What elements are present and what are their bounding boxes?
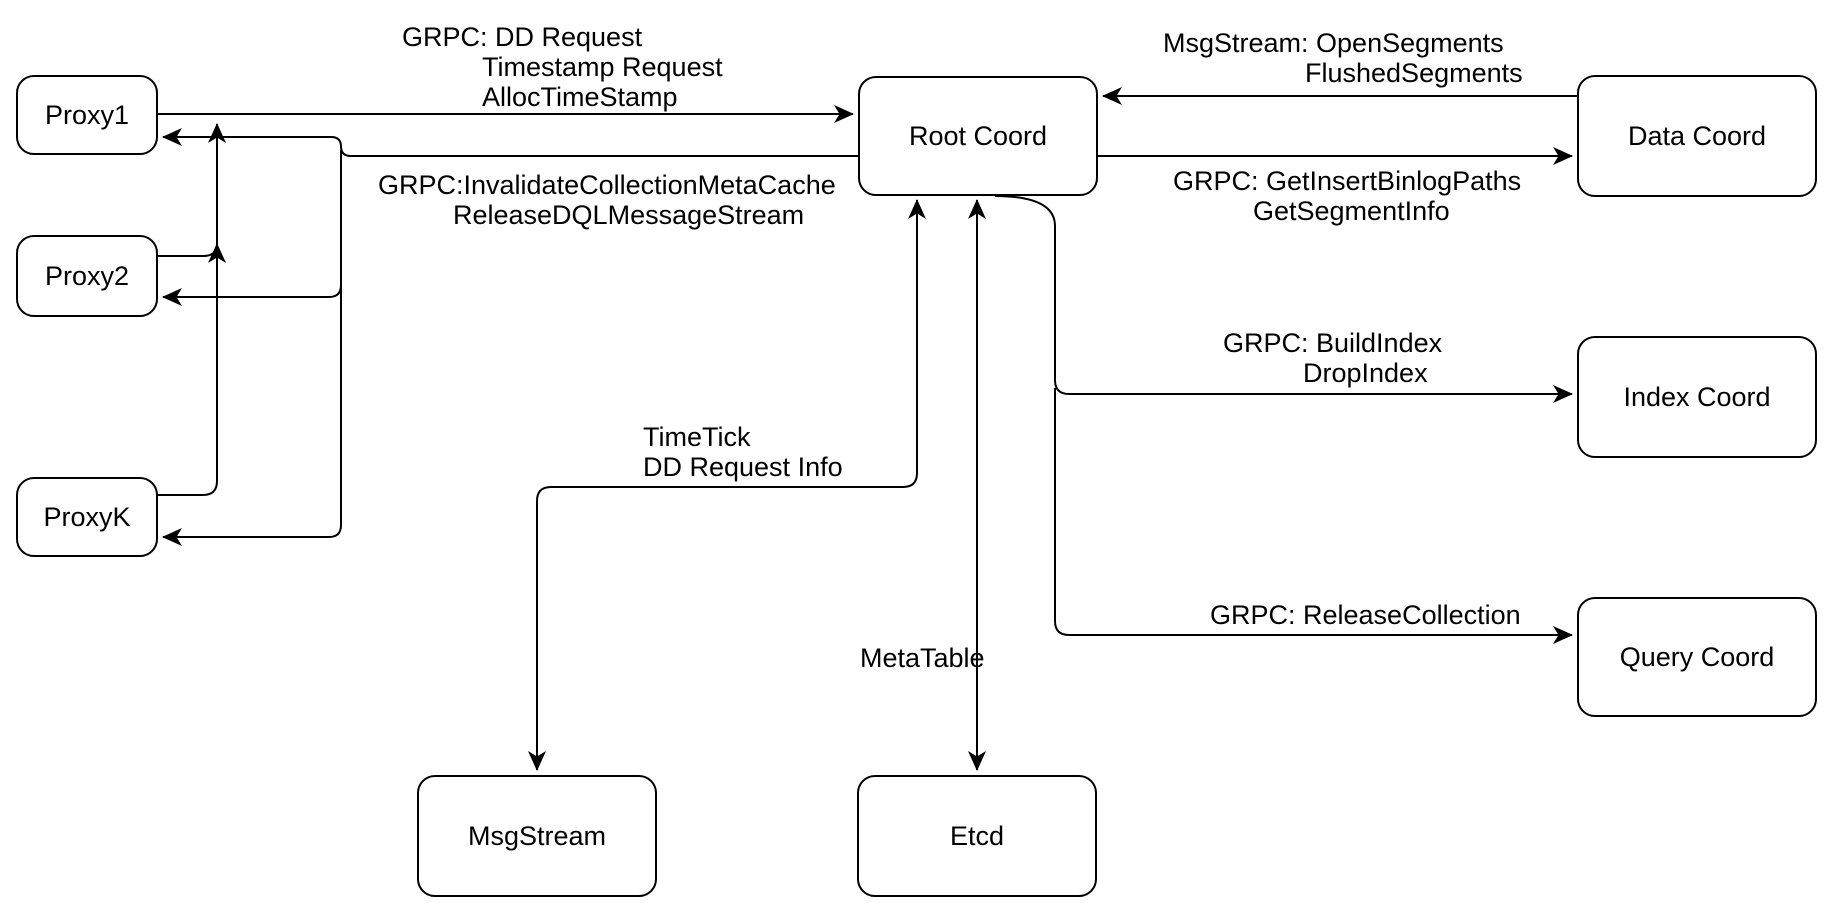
node-etcd: Etcd <box>857 775 1097 897</box>
edge-rootcoord-to-querycoord <box>1054 388 1573 644</box>
edge-proxy2-merge-up <box>158 243 226 264</box>
node-proxyk-label: ProxyK <box>43 501 131 532</box>
node-index-coord-label: Index Coord <box>1623 381 1771 412</box>
edge-label-root-to-data: GRPC: GetInsertBinlogPaths GetSegmentInf… <box>1173 166 1522 226</box>
edge-label-data-to-root: MsgStream: OpenSegments FlushedSegments <box>1163 28 1523 88</box>
node-msgstream-label: MsgStream <box>467 820 607 851</box>
node-proxyk: ProxyK <box>16 477 158 557</box>
node-query-coord-label: Query Coord <box>1619 641 1775 672</box>
node-root-coord: Root Coord <box>858 76 1098 196</box>
edge-label-root-to-msgstream: TimeTick DD Request Info <box>643 422 843 482</box>
node-query-coord: Query Coord <box>1577 597 1817 717</box>
edge-label-root-to-index: GRPC: BuildIndex DropIndex <box>1223 328 1443 388</box>
edge-rootcoord-to-proxy1 <box>162 128 858 157</box>
node-proxy2: Proxy2 <box>16 235 158 317</box>
node-etcd-label: Etcd <box>949 820 1005 851</box>
edge-rootcoord-to-proxyk <box>162 150 342 546</box>
node-proxy2-label: Proxy2 <box>44 260 130 291</box>
edge-label-root-to-proxy: GRPC:InvalidateCollectionMetaCache Relea… <box>378 170 836 230</box>
edge-label-root-to-query: GRPC: ReleaseCollection <box>1210 600 1521 630</box>
edge-rootcoord-msgstream <box>528 199 926 771</box>
edge-rootcoord-to-indexcoord <box>994 195 1573 403</box>
node-index-coord: Index Coord <box>1577 336 1817 458</box>
edge-proxyk-merge-up <box>158 123 226 496</box>
node-data-coord: Data Coord <box>1577 75 1817 197</box>
edge-label-root-to-etcd: MetaTable <box>860 643 985 673</box>
edge-rootcoord-to-proxy2 <box>162 262 342 306</box>
node-proxy1-label: Proxy1 <box>44 99 130 130</box>
edge-label-proxy-to-root: GRPC: DD Request Timestamp Request Alloc… <box>402 22 723 112</box>
node-proxy1: Proxy1 <box>16 75 158 155</box>
node-data-coord-label: Data Coord <box>1627 120 1767 151</box>
node-msgstream: MsgStream <box>417 775 657 897</box>
node-root-coord-label: Root Coord <box>908 120 1048 151</box>
